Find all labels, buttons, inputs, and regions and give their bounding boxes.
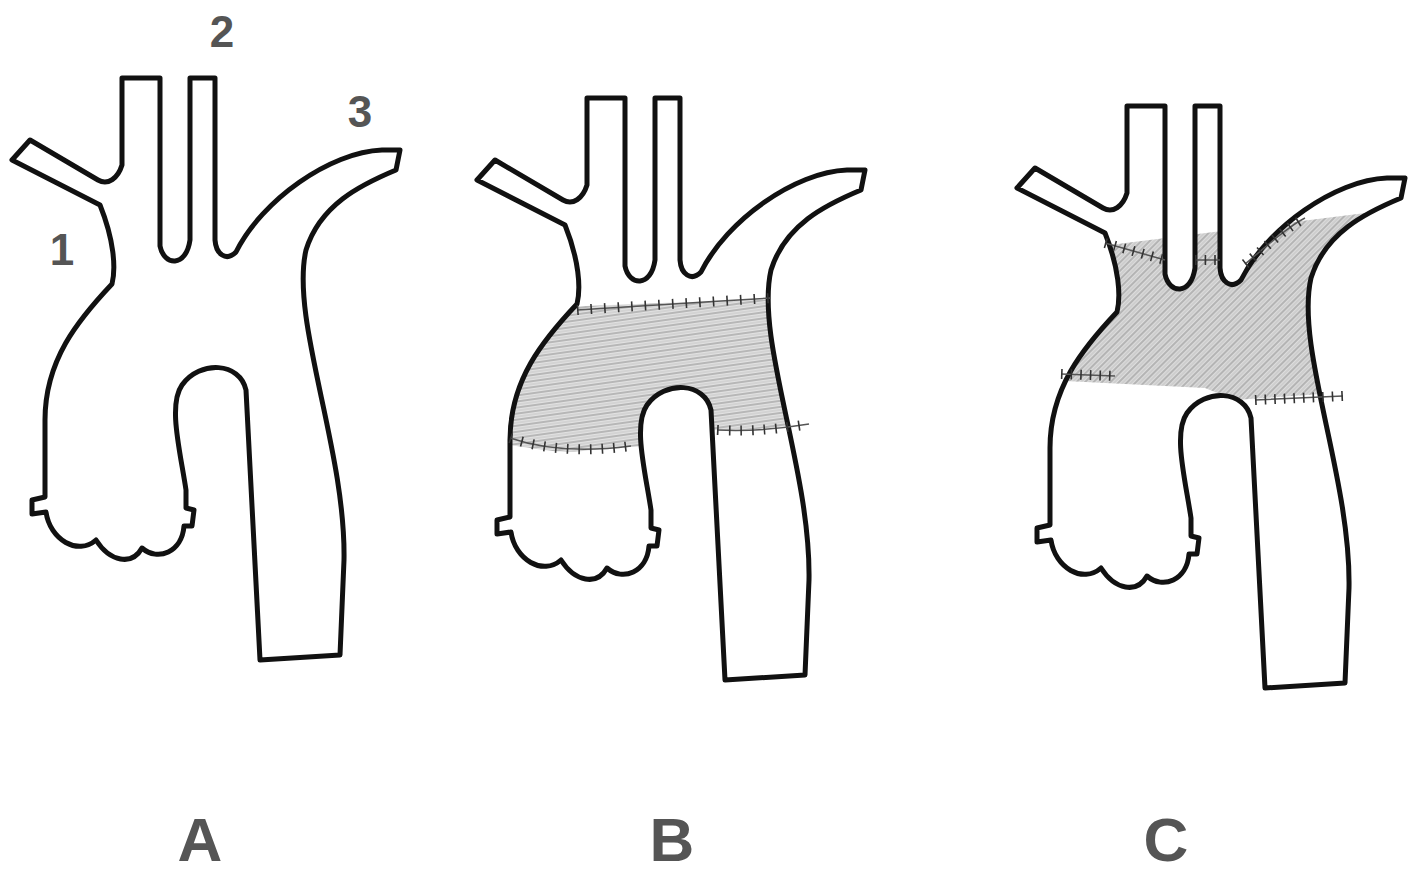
- callout-number: 1: [50, 228, 74, 272]
- callout-number: 3: [348, 90, 372, 134]
- hemiarch-graft: [465, 98, 865, 680]
- panel-letter: C: [1144, 809, 1189, 871]
- callout-number: 2: [210, 10, 234, 54]
- total-arch-graft: [1005, 106, 1405, 688]
- native-arch: [12, 78, 400, 660]
- panel-letter: A: [178, 809, 223, 871]
- panel-letter: B: [650, 809, 695, 871]
